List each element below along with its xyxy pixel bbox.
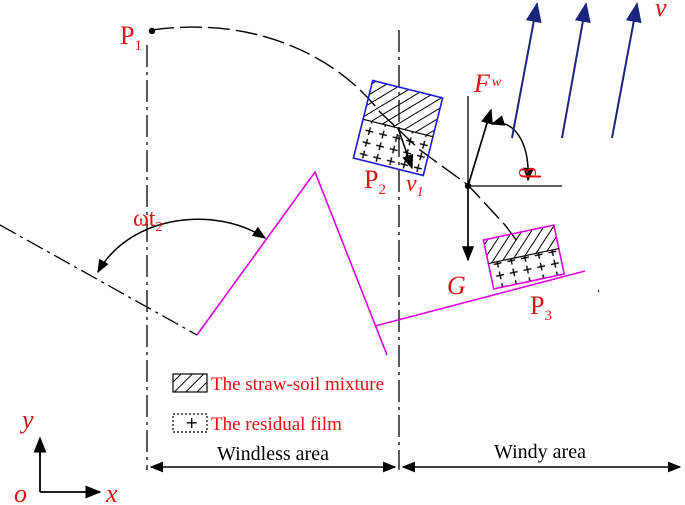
point-p1-dot [148, 27, 156, 35]
particle-trajectory [151, 26, 521, 246]
plate-end-tick [597, 289, 600, 293]
rotor-blade [196, 170, 388, 356]
legend-label-residual-film: The residual film [211, 414, 342, 435]
legend-hatch-swatch [172, 373, 208, 393]
wind-arrow-2 [561, 2, 591, 139]
velocity-v1-arrow [397, 127, 414, 170]
label-wind-v: v [655, 0, 667, 22]
label-p2: P2 [364, 165, 386, 198]
omega-t2-arc [97, 218, 267, 274]
legend-cross-swatch [172, 413, 208, 433]
label-g: G [447, 271, 466, 300]
label-p3: P3 [530, 291, 552, 324]
force-fw-arrow [467, 108, 493, 187]
windless-area-label: Windless area [217, 443, 329, 465]
axis-label-origin: o [14, 479, 27, 505]
wind-arrow-1 [511, 2, 542, 139]
legend-label-straw-soil: The straw-soil mixture [211, 374, 384, 395]
wind-arrow-3 [611, 2, 642, 139]
legend-cross-mark: + [185, 413, 198, 432]
beta-angle-arc [490, 115, 534, 182]
axis-label-y: y [19, 405, 34, 434]
blade-reference-line [0, 224, 198, 336]
axis-label-x: x [105, 479, 118, 505]
label-p1: P1 [120, 21, 142, 54]
particle-p3 [482, 224, 566, 290]
windy-area-label: Windy area [494, 441, 586, 463]
label-v1: v1 [406, 171, 424, 200]
ejection-plate [374, 270, 586, 327]
label-beta: β [516, 167, 542, 179]
label-omega-t2: ωt2 [133, 206, 162, 235]
